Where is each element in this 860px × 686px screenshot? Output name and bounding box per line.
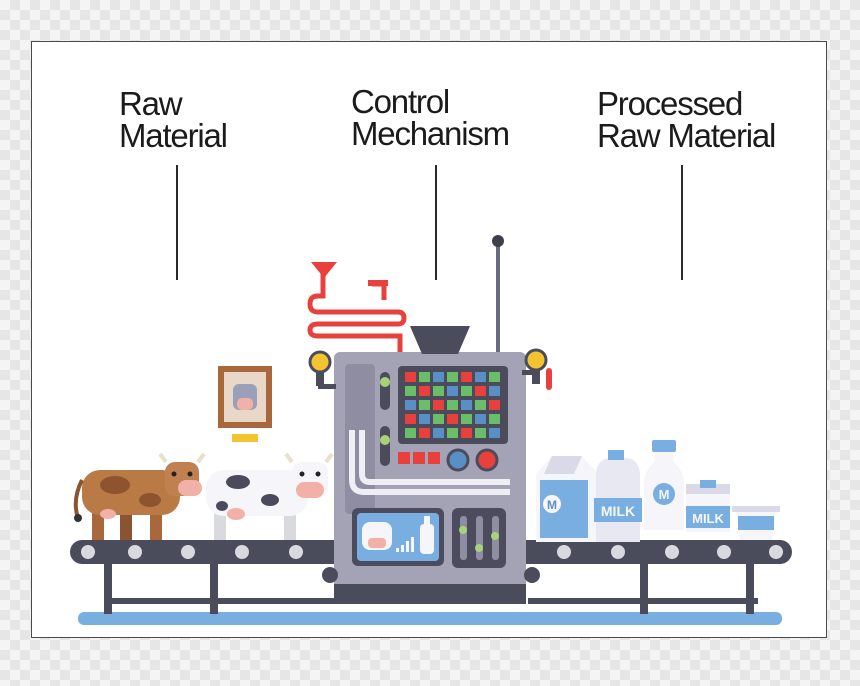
brown-cow [73, 452, 206, 540]
label-control-mechanism: Control Mechanism [351, 83, 510, 152]
box-label: MILK [692, 511, 724, 526]
pointer-line-processed [681, 165, 683, 280]
conveyor-legs [104, 562, 758, 614]
milk-carton: M [536, 456, 598, 542]
milk-jug: MILK [594, 450, 642, 542]
pointer-line-control-mechanism [435, 165, 437, 280]
cow-icon [362, 522, 392, 550]
processing-machine [322, 326, 540, 604]
signal-bars-icon [396, 537, 414, 552]
gauge-icon [308, 348, 552, 390]
label-raw-material: Raw Material [119, 85, 228, 154]
carton-letter: M [547, 498, 557, 512]
bottle-letter: M [659, 487, 670, 502]
pointer-line-raw-material [176, 165, 178, 280]
antenna-icon [492, 235, 504, 356]
milk-box: MILK [686, 480, 730, 532]
milk-bottle: M [644, 440, 684, 530]
indicator-grid [405, 372, 500, 438]
milk-bottle-icon [420, 516, 434, 554]
red-pipes [307, 268, 407, 352]
funnel-icon [311, 262, 337, 278]
conveyor-rollers [81, 545, 783, 559]
cow-portrait-frame [218, 366, 272, 442]
yogurt-cup [732, 506, 780, 540]
white-cow [206, 452, 334, 540]
label-processed-raw-material: Processed Raw Material [597, 85, 776, 154]
floor-line [78, 612, 782, 625]
jug-label: MILK [601, 503, 635, 519]
